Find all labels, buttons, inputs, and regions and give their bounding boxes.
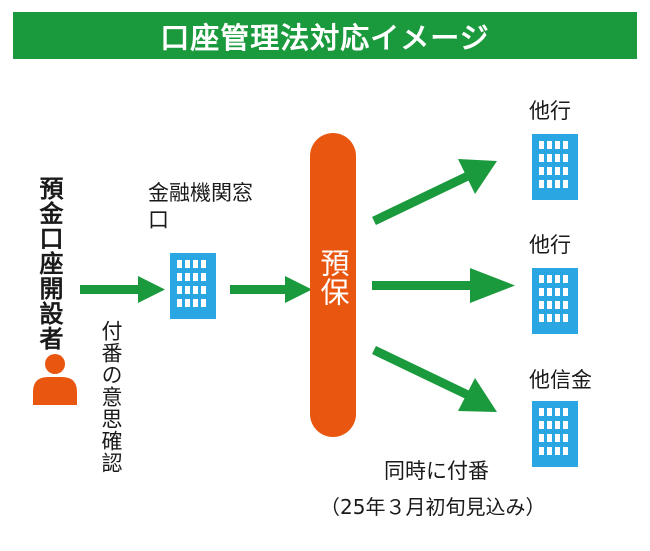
central-label: 預保 [316, 248, 350, 306]
diagram-title: 口座管理法対応イメージ [160, 20, 490, 55]
bank-3-building-icon [532, 401, 578, 467]
applicant-label: 預金口座開設者 [35, 176, 63, 351]
arrow-window-to-central [230, 276, 312, 303]
central-pillar [310, 133, 356, 437]
arrow-to-bank-2 [372, 268, 515, 303]
bank-2-building-icon [532, 268, 578, 334]
bank-window-building-icon [170, 253, 216, 319]
confirmation-note: 付番の意思確認 [99, 320, 123, 474]
arrow-to-bank-1 [372, 159, 497, 226]
title-banner: 口座管理法対応イメージ [13, 12, 637, 59]
bank-1-label: 他行 [529, 99, 571, 123]
simultaneous-note: 同時に付番 [384, 459, 489, 483]
bank-2-label: 他行 [529, 233, 571, 257]
bank-1-building-icon [532, 134, 578, 200]
person-icon [33, 354, 77, 405]
bank-window-label: 金融機関窓口 [148, 181, 253, 233]
bank-3-label: 他信金 [529, 368, 592, 392]
arrow-to-bank-3 [372, 345, 497, 412]
arrow-applicant-to-window [80, 276, 165, 303]
schedule-note: （25年３月初旬見込み） [320, 495, 546, 519]
